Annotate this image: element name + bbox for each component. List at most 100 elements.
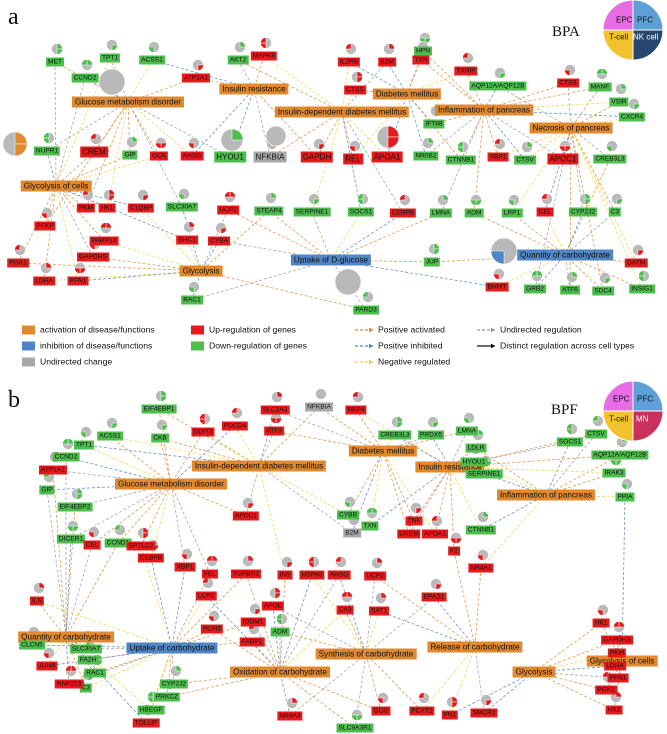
gene-node-a-txn: TXN	[412, 55, 430, 65]
key-up: Up-regulation of genes	[209, 324, 296, 335]
b-pie-fn1	[446, 696, 458, 708]
b-edge-nfkbia-dm	[318, 406, 384, 452]
process-node-b-gmd: Glucose metabolism disorder	[114, 478, 228, 490]
gene-node-b-txn: TXN	[361, 521, 379, 531]
b-edge-fabp1-ooc	[251, 641, 281, 673]
a-pie-hk1	[103, 189, 115, 201]
gene-node-b-ppia: PPIA	[615, 492, 635, 502]
a-edge-grb2-qoc	[534, 254, 566, 290]
gene-node-a-hyou1: HYOU1	[214, 151, 246, 163]
b-pie-eif4ebp1	[155, 390, 167, 402]
b-pie-rnf213	[65, 665, 77, 677]
b-pie-plin5	[208, 610, 220, 622]
b-edge-ccnd1-gmd	[117, 483, 172, 544]
a-edge-gapdh-iddm	[316, 111, 343, 158]
b-edge-apoc1-iddm	[245, 465, 260, 517]
a-pie-il2rb	[345, 43, 357, 55]
gene-node-a-crem: CREM	[80, 146, 108, 158]
gene-node-a-ccnd2: CCND2	[71, 73, 99, 83]
b-edge-f2-ir	[449, 466, 455, 552]
b-edge-sat1-soc	[365, 610, 380, 655]
key-swatch-inhibition	[22, 341, 35, 351]
gene-node-b-ca3: CA3	[336, 605, 354, 615]
gene-node-a-ctnnb1: CTNNB1	[445, 155, 477, 165]
b-edge-ctsv-iop	[545, 433, 597, 496]
legend-pie-layer	[602, 0, 664, 442]
gene-node-a-serpine1: SERPINE1	[293, 207, 331, 217]
a-pie-vsir	[615, 83, 627, 95]
process-node-a-ir: Insulin resistance	[219, 83, 289, 95]
b-pie-ccnd2	[62, 438, 74, 450]
gene-node-b-iddm1: IDDM1	[240, 617, 266, 627]
a-pie-bhmt	[493, 268, 505, 280]
gene-node-b-apoe: APOE	[261, 601, 285, 611]
gene-node-b-hyou1: HYOU1	[460, 457, 488, 467]
key-swatch-undirected	[22, 357, 35, 367]
b-pie-apoc1	[242, 497, 254, 509]
b-edge-rac1-qoc	[65, 636, 96, 674]
key-swatch-down	[191, 341, 204, 351]
b-pie-eif4ebp2	[71, 488, 83, 500]
gene-node-b-ckb: CKB	[151, 433, 169, 443]
gene-node-a-atp1a1: ATP1A1	[181, 73, 211, 83]
b-edge-ucp2-soc	[365, 575, 376, 655]
a-edge-txnip-iop	[465, 70, 485, 111]
b-edge-plin5-ooc	[211, 628, 281, 673]
b-edge-iln-qoc	[36, 600, 67, 638]
gene-node-a-cxcr4: CXCR4	[618, 112, 646, 122]
b-edge-acss1-gmd	[109, 435, 172, 485]
b-edge-iln-uoc	[36, 600, 173, 649]
a-edge-atf6-qoc	[564, 254, 571, 291]
panel-b-title: BPF	[551, 402, 578, 418]
process-node-a-qoc: Quantity of carbohydrate	[517, 249, 613, 261]
process-node-b-uoc: Uptake of carbohydrate	[126, 642, 218, 654]
gene-node-a-gatm: GATM	[624, 258, 648, 268]
a-pie-c3	[611, 193, 623, 205]
b-pie-ccnd1	[114, 524, 126, 536]
b-edge-hbegf-qoc	[65, 636, 152, 711]
a-edge-cyp2j2-nop	[570, 127, 584, 213]
b-pie-xbp1	[181, 548, 193, 560]
a-pie-large-3	[265, 125, 287, 147]
a-edge-ift88-iop	[433, 109, 485, 125]
gene-node-b-pfn1: PFN1	[607, 673, 629, 683]
gene-node-b-tollip: TOLLIP	[132, 718, 160, 728]
a-pie-cel	[541, 193, 553, 205]
gene-node-b-sat1: SAT1	[368, 606, 390, 616]
a-pie-cxcr4	[628, 98, 640, 110]
b-pie-cybb	[344, 496, 356, 508]
gene-node-b-cyp2j2: CYP2J2	[159, 679, 189, 689]
b-pie-apoa1	[431, 515, 443, 527]
gene-node-a-ctss: CTSS	[344, 85, 366, 95]
gene-node-b-pgk1: PGK1	[595, 685, 617, 695]
gene-node-b-socs1: SOCS1	[556, 437, 584, 447]
b-pie-junb	[43, 647, 55, 659]
gene-node-b-b2m: B2M	[343, 528, 361, 538]
pie-legend-b-tcell: T-cell	[609, 414, 629, 424]
b-edge-smcr1-gly	[483, 671, 535, 714]
b-edge-sptlc2-uoc	[140, 545, 173, 649]
b-pie-rbp4	[352, 391, 364, 403]
gene-node-b-atf3: ATF3	[264, 426, 284, 436]
gene-node-a-adm: ADM	[464, 208, 484, 218]
b-edge-cyp2j2-ooc	[173, 671, 281, 685]
key-down: Down-regulation of genes	[209, 340, 307, 351]
panel-a-title: BPA	[552, 24, 580, 40]
b-edge-f2-roc	[453, 550, 476, 648]
gene-node-a-socs1: SOCS1	[347, 207, 375, 217]
key-swatch-activation	[22, 325, 35, 335]
b-pie-ca3	[341, 591, 353, 603]
b-edge-xbp1-uoc	[171, 566, 186, 649]
b-pie-smcr1	[480, 694, 492, 706]
a-pie-acss1	[148, 41, 160, 53]
a-edge-insig1-qoc	[564, 254, 643, 290]
key-activation: activation of disease/functions	[40, 324, 155, 335]
b-edge-cybb-iddm	[258, 465, 349, 516]
gene-node-b-aqp12: AQP12A/AQP12B	[591, 450, 649, 460]
b-pie-gcg	[377, 692, 389, 704]
a-pie-large-5	[334, 268, 362, 296]
b-edge-pdcd4-iddm	[234, 425, 260, 467]
gene-node-b-prkcz: PRKCZ	[153, 692, 181, 702]
b-edge-cel-qoc	[65, 544, 93, 638]
